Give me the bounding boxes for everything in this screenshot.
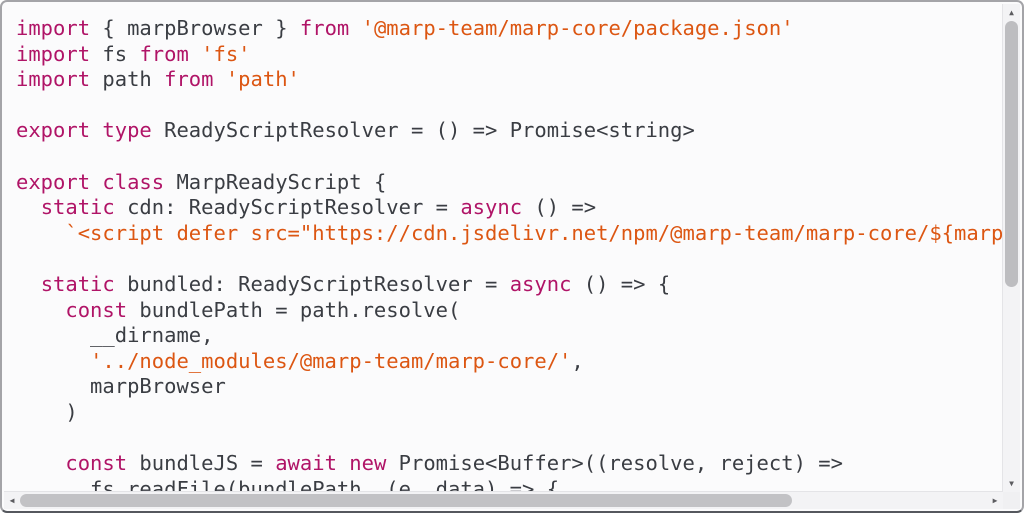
code-line: import { marpBrowser } from '@marp-team/… xyxy=(16,16,794,40)
code-line: const bundlePath = path.resolve( xyxy=(65,297,461,322)
code-line xyxy=(16,144,1022,170)
code-line xyxy=(16,93,1022,119)
code-line: marpBrowser xyxy=(16,374,226,399)
code-line: export class MarpReadyScript { xyxy=(16,169,387,194)
code-line: '../node_modules/@marp-team/marp-core/', xyxy=(90,348,584,373)
code-line: `<script defer src="https://cdn.jsdelivr… xyxy=(65,220,1016,245)
code-line: import fs from 'fs' xyxy=(16,41,251,66)
scroll-right-icon[interactable]: ▶ xyxy=(992,496,998,505)
scrollbar-corner xyxy=(1003,492,1020,509)
code-line: ) xyxy=(16,399,78,424)
code-line: static bundled: ReadyScriptResolver = as… xyxy=(40,271,671,296)
code-line: import path from 'path' xyxy=(16,67,300,92)
scroll-left-icon[interactable]: ◀ xyxy=(9,496,15,505)
code-line: __dirname, xyxy=(16,323,214,348)
scroll-up-icon[interactable]: ▲ xyxy=(1009,8,1014,17)
code-line: static cdn: ReadyScriptResolver = async … xyxy=(40,195,597,220)
vertical-scrollbar[interactable]: ▲ ▼ xyxy=(1002,4,1020,492)
horizontal-scrollbar[interactable]: ◀ ▶ xyxy=(4,491,1003,509)
code-line xyxy=(16,246,1022,272)
code-line: export type ReadyScriptResolver = () => … xyxy=(16,118,695,143)
code-line xyxy=(16,426,1022,452)
scroll-down-icon[interactable]: ▼ xyxy=(1009,479,1014,488)
horizontal-scrollbar-thumb[interactable] xyxy=(20,494,792,507)
vertical-scrollbar-thumb[interactable] xyxy=(1005,21,1018,287)
code-line: const bundleJS = await new Promise<Buffe… xyxy=(65,451,843,476)
